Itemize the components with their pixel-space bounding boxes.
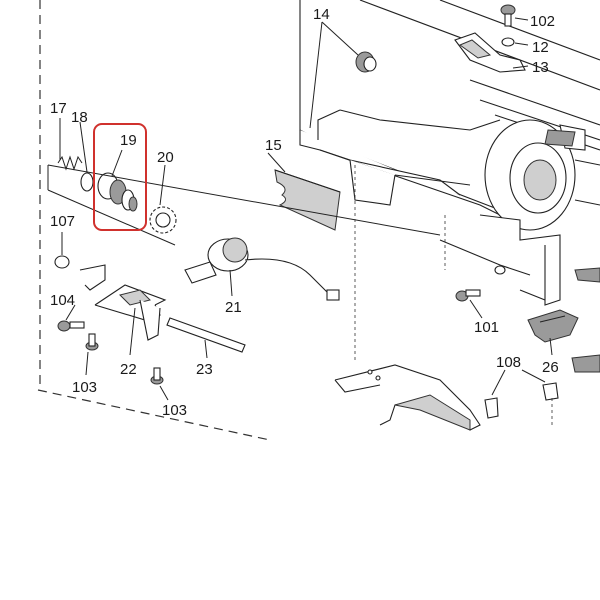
- part-107-e-ring: [54, 232, 70, 269]
- part-102-screw: [500, 4, 529, 27]
- part-13-clip: [454, 32, 529, 73]
- part-14-roller: [309, 21, 377, 129]
- callout-18: 18: [71, 109, 88, 126]
- callout-13: 13: [532, 59, 549, 76]
- part-18-collar: [79, 121, 94, 192]
- callout-26: 26: [542, 359, 559, 376]
- part-15-sheet: [267, 152, 341, 231]
- shaft-alignment-lines: [47, 164, 446, 360]
- callout-104: 104: [50, 292, 75, 309]
- part-103-screw-left: [85, 333, 99, 376]
- part-23-shaft: [166, 317, 246, 359]
- callout-15: 15: [265, 137, 282, 154]
- part-20-gear: [149, 164, 177, 234]
- highlight-box-part-19: [93, 123, 147, 231]
- callout-101: 101: [474, 319, 499, 336]
- callout-14: 14: [313, 6, 330, 23]
- callout-103-right: 103: [162, 402, 187, 419]
- part-22-bracket: [79, 264, 167, 356]
- part-26-lever: [527, 309, 579, 356]
- part-108-clips: [484, 369, 559, 425]
- callout-20: 20: [157, 149, 174, 166]
- assembly-boundary-dashed: [37, 0, 271, 441]
- callout-102: 102: [530, 13, 555, 30]
- callout-12: 12: [532, 39, 549, 56]
- part-103-screw-right: [150, 367, 169, 401]
- lower-mounting-plate: [334, 364, 481, 431]
- callout-21: 21: [225, 299, 242, 316]
- callout-108: 108: [496, 354, 521, 371]
- callout-22: 22: [120, 361, 137, 378]
- main-frame-housing: [299, 0, 600, 373]
- part-21-solenoid: [184, 237, 340, 301]
- part-104-screw: [57, 304, 85, 332]
- callout-19: 19: [120, 132, 137, 149]
- callout-17: 17: [50, 100, 67, 117]
- part-17-spring: [57, 118, 83, 171]
- callout-107: 107: [50, 213, 75, 230]
- callout-23: 23: [196, 361, 213, 378]
- callout-103-left: 103: [72, 379, 97, 396]
- part-101-screw: [455, 289, 483, 319]
- part-19-gear-bushing: [97, 149, 138, 212]
- part-12-washer: [501, 37, 529, 47]
